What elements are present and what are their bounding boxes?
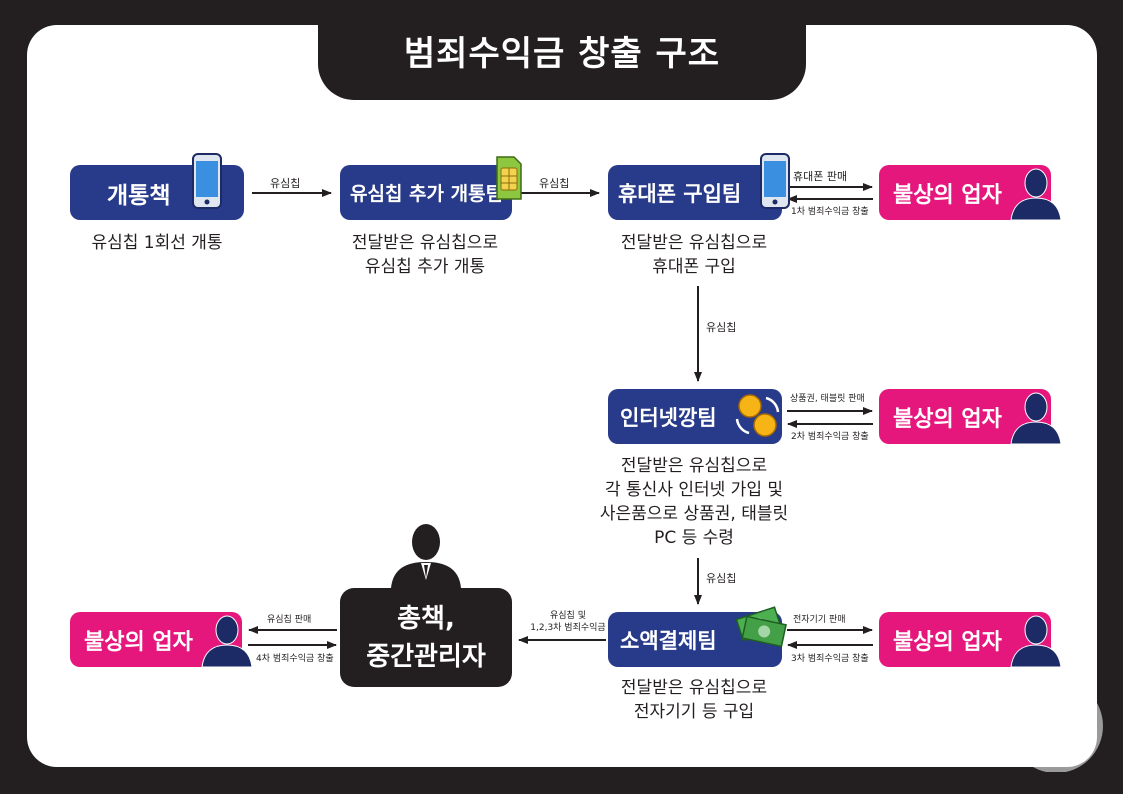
smartphone-icon <box>192 153 222 209</box>
desc-line: PC 등 수령 <box>654 528 734 548</box>
desc-line: 전달받은 유심칩으로 <box>620 456 768 476</box>
node-phone-team-label: 휴대폰 구입팀 <box>618 181 742 206</box>
edge-label-usim-1: 유심칩 <box>270 177 301 190</box>
node-vendor-label: 불상의 업자 <box>84 629 193 655</box>
desc-line: 유심칩 1회선 개통 <box>91 233 223 253</box>
node-usim-team-desc: 전달받은 유심칩으로 유심칩 추가 개통 <box>352 231 498 279</box>
edge-label-usim-4: 유심칩 <box>706 572 737 585</box>
node-usim-team: 유심칩 추가 개통팀 <box>340 165 512 220</box>
node-vendor-2: 불상의 업자 <box>879 389 1051 444</box>
node-gaetongchaek-label: 개통책 <box>107 182 171 209</box>
node-phone-team: 휴대폰 구입팀 <box>608 165 782 220</box>
edge-label-usim-2: 유심칩 <box>539 177 570 190</box>
node-internet-team-label: 인터넷깡팀 <box>620 405 717 430</box>
edge-label-to-boss-2: 1,2,3차 범죄수익금 <box>530 623 606 633</box>
node-vendor-4: 불상의 업자 <box>70 612 242 667</box>
desc-line: 전달받은 유심칩으로 <box>620 678 768 698</box>
node-internet-team-desc: 전달받은 유심칩으로 각 통신사 인터넷 가입 및 사은품으로 상품권, 태블릿… <box>600 454 788 550</box>
node-boss-label-line: 총책, <box>397 603 455 634</box>
desc-line: 사은품으로 상품권, 태블릿 <box>599 504 789 524</box>
watermark-logo-mark: 1 <box>1010 680 1103 772</box>
desc-line: 전자기기 등 구입 <box>633 702 755 722</box>
edge-label-micro-sell: 전자기기 판매 <box>793 615 846 625</box>
desc-line: 각 통신사 인터넷 가입 및 <box>604 480 784 500</box>
edge-label-boss-sell: 유심칩 판매 <box>267 615 312 625</box>
boss-silhouette-icon <box>391 524 461 588</box>
node-phone-team-desc: 전달받은 유심칩으로 휴대폰 구입 <box>621 231 767 279</box>
node-micropay-team-label: 소액결제팀 <box>620 628 717 653</box>
desc-line: 휴대폰 구입 <box>652 257 736 277</box>
edge-label-to-boss-1: 유심칩 및 <box>550 611 586 621</box>
watermark-logo-text: 뉴스 <box>884 710 977 766</box>
edge-label-micro-profit: 3차 범죄수익금 창출 <box>791 654 869 664</box>
watermark-numeral: 1 <box>1037 695 1076 760</box>
node-boss: 총책, 중간관리자 <box>340 588 512 687</box>
coin-exchange-icon <box>735 394 780 437</box>
person-silhouette-icon <box>201 615 253 667</box>
edge-label-internet-sell: 상품권, 태블릿 판매 <box>790 394 865 404</box>
node-boss-label-line: 중간관리자 <box>366 641 486 672</box>
desc-line: 유심칩 추가 개통 <box>364 257 486 277</box>
desc-line: 전달받은 유심칩으로 <box>620 233 768 253</box>
edge-label-phone-sell: 휴대폰 판매 <box>793 170 848 183</box>
cash-icon <box>736 606 787 648</box>
edge-label-phone-profit: 1차 범죄수익금 창출 <box>791 207 869 217</box>
node-vendor-label: 불상의 업자 <box>893 182 1002 208</box>
person-silhouette-icon <box>1010 168 1062 220</box>
node-micropay-team-desc: 전달받은 유심칩으로 전자기기 등 구입 <box>621 676 767 724</box>
node-vendor-label: 불상의 업자 <box>893 406 1002 432</box>
node-vendor-label: 불상의 업자 <box>893 629 1002 655</box>
person-silhouette-icon <box>1010 615 1062 667</box>
edge-label-internet-profit: 2차 범죄수익금 창출 <box>791 432 869 442</box>
edge-label-usim-3: 유심칩 <box>706 321 737 334</box>
diagram-title: 범죄수익금 창출 구조 <box>318 0 806 100</box>
person-silhouette-icon <box>1010 392 1062 444</box>
node-usim-team-label: 유심칩 추가 개통팀 <box>350 183 504 205</box>
smartphone-icon <box>760 153 790 209</box>
node-gaetongchaek-desc: 유심칩 1회선 개통 <box>91 231 222 255</box>
desc-line: 전달받은 유심칩으로 <box>351 233 499 253</box>
sim-card-icon <box>496 156 522 200</box>
edge-label-boss-profit: 4차 범죄수익금 창출 <box>256 654 334 664</box>
